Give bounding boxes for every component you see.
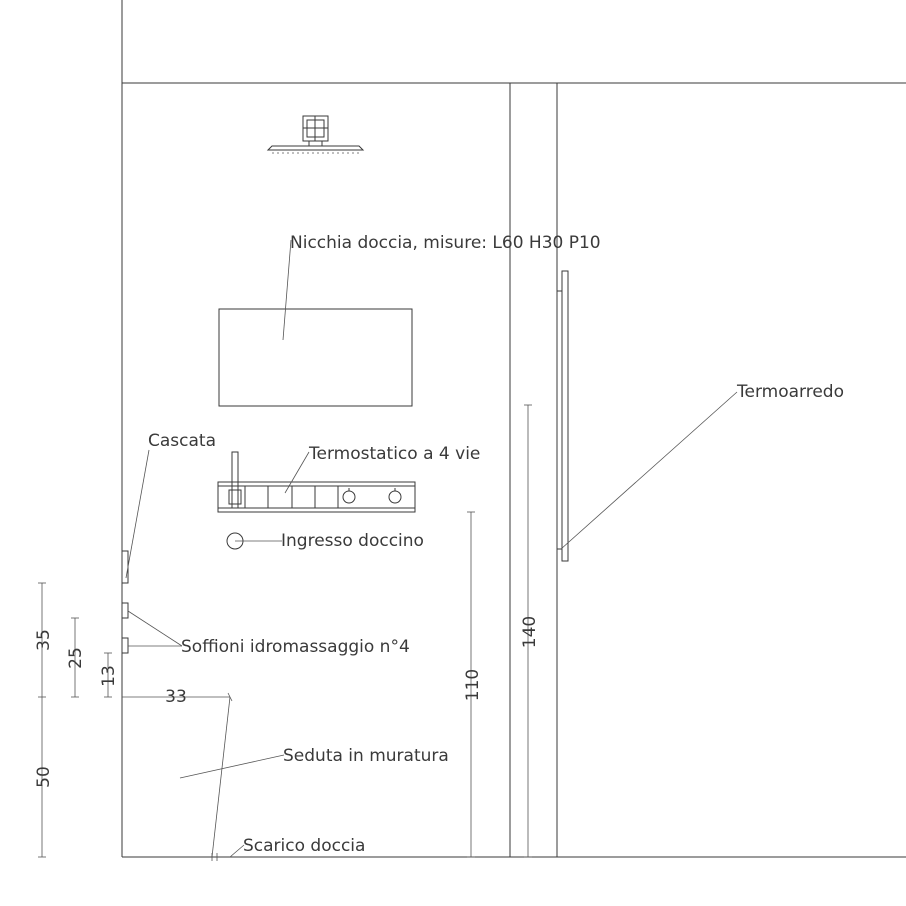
label-soffioni: Soffioni idromassaggio n°4 <box>181 637 410 657</box>
dim-110: 110 <box>463 669 483 701</box>
label-termostatico: Termostatico a 4 vie <box>308 444 480 464</box>
dim-33: 33 <box>165 687 187 707</box>
dim-25: 25 <box>66 647 86 669</box>
thermostatic-panel <box>217 451 416 513</box>
seduta-leader <box>179 754 285 779</box>
massage-jet <box>121 637 129 654</box>
termostatico-leader <box>284 451 310 494</box>
soffioni-leader <box>127 610 183 647</box>
dim-13: 13 <box>99 665 119 687</box>
massage-jet <box>121 602 129 619</box>
dim-50: 50 <box>34 766 54 788</box>
label-termoarredo: Termoarredo <box>736 382 844 402</box>
label-scarico: Scarico doccia <box>243 836 365 856</box>
niche-leader <box>282 239 292 341</box>
wall-structure <box>121 0 906 858</box>
cascata-leader <box>125 449 150 579</box>
dim-35: 35 <box>34 629 54 651</box>
control-knob-icon <box>342 490 356 504</box>
label-cascata: Cascata <box>148 431 216 451</box>
control-knob-icon <box>388 490 402 504</box>
towel-warmer <box>557 270 569 562</box>
scarico-leader <box>229 844 245 858</box>
dimension-lines <box>38 404 532 861</box>
label-seduta: Seduta in muratura <box>283 746 449 766</box>
label-nicchia: Nicchia doccia, misure: L60 H30 P10 <box>290 233 601 253</box>
shower-head-icon <box>266 115 365 154</box>
label-ingresso: Ingresso doccino <box>281 531 424 551</box>
termoarredo-leader <box>560 391 738 550</box>
dim-140: 140 <box>520 616 540 648</box>
waterfall-outlet <box>121 550 129 584</box>
shower-niche <box>218 308 413 407</box>
